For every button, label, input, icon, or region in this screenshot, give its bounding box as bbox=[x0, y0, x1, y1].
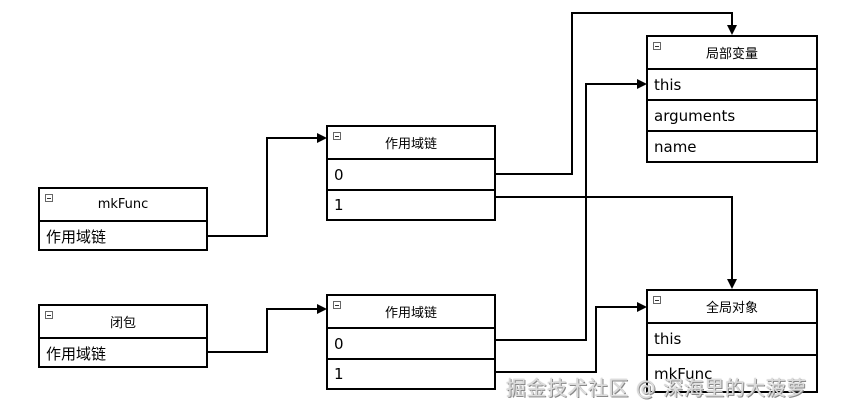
node-global-obj[interactable]: 全局对象 this mkFunc bbox=[646, 289, 818, 393]
node-local-vars-title: 局部变量 bbox=[705, 47, 758, 62]
node-global-obj-row-mkfunc: mkFunc bbox=[654, 364, 713, 383]
node-closure-title: 闭包 bbox=[109, 316, 136, 331]
node-local-vars-header: 局部变量 bbox=[648, 37, 816, 70]
edge-top0-to-localvars bbox=[495, 12, 737, 175]
collapse-icon[interactable] bbox=[333, 301, 341, 309]
edge-closure-to-scope-bottom bbox=[207, 304, 327, 353]
edge-mkfunc-to-scope-top bbox=[207, 133, 327, 237]
collapse-icon[interactable] bbox=[45, 311, 53, 319]
edge-bottom1-to-global bbox=[495, 302, 647, 373]
node-global-obj-header: 全局对象 bbox=[648, 291, 816, 324]
edge-bottom0-to-localvars-this bbox=[495, 79, 647, 341]
node-scope-chain-bottom-header: 作用域链 bbox=[328, 296, 494, 329]
node-scope-chain-bottom[interactable]: 作用域链 0 1 bbox=[326, 294, 496, 390]
node-mkfunc-row: 作用域链 bbox=[46, 228, 107, 246]
node-closure-header: 闭包 bbox=[40, 306, 206, 339]
node-local-vars-row-name: name bbox=[654, 137, 697, 156]
collapse-icon[interactable] bbox=[653, 296, 661, 304]
node-local-vars[interactable]: 局部变量 this arguments name bbox=[646, 35, 818, 163]
node-global-obj-row-this: this bbox=[648, 324, 816, 356]
node-global-obj-title: 全局对象 bbox=[705, 301, 758, 316]
node-closure[interactable]: 闭包 作用域链 bbox=[38, 304, 208, 368]
collapse-icon[interactable] bbox=[653, 42, 661, 50]
node-mkfunc[interactable]: mkFunc 作用域链 bbox=[38, 187, 208, 251]
node-scope-chain-bottom-title: 作用域链 bbox=[384, 306, 437, 321]
watermark: 掘金技术社区 @ 深海里的大菠萝 bbox=[506, 376, 807, 400]
node-mkfunc-header: mkFunc bbox=[40, 189, 206, 222]
collapse-icon[interactable] bbox=[333, 132, 341, 140]
edge-top1-to-global bbox=[495, 196, 737, 289]
node-closure-row: 作用域链 bbox=[46, 345, 107, 363]
node-scope-chain-top-row-1: 1 bbox=[334, 196, 344, 214]
node-scope-chain-top[interactable]: 作用域链 0 1 bbox=[326, 125, 496, 221]
node-scope-chain-bottom-row-1: 1 bbox=[334, 365, 344, 383]
node-local-vars-row-this: this bbox=[648, 70, 816, 101]
node-mkfunc-title: mkFunc bbox=[97, 197, 149, 212]
node-scope-chain-top-title: 作用域链 bbox=[384, 137, 437, 152]
collapse-icon[interactable] bbox=[45, 194, 53, 202]
node-scope-chain-top-header: 作用域链 bbox=[328, 127, 494, 160]
node-scope-chain-top-row-0: 0 bbox=[328, 160, 494, 191]
node-scope-chain-bottom-row-0: 0 bbox=[328, 329, 494, 360]
node-local-vars-row-arguments: arguments bbox=[648, 101, 816, 132]
